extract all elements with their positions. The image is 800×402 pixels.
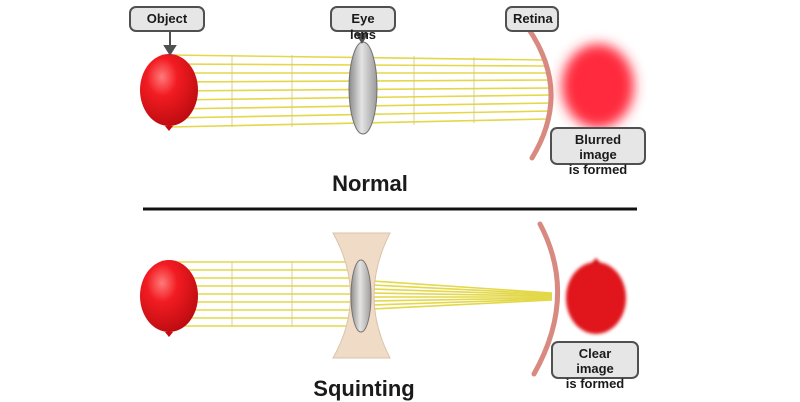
clear-image-label: Clear image is formed [551, 341, 639, 391]
heading-squinting: Squinting [313, 376, 415, 401]
object-label: Object [129, 6, 205, 32]
top-ray-ticks [231, 55, 475, 127]
blurred-image [562, 44, 634, 128]
retina-label: Retina [505, 6, 559, 32]
clear-label-line1: Clear image [576, 346, 614, 376]
object-label-text: Object [146, 11, 188, 26]
bottom-rays-after-lens [371, 280, 553, 310]
retina-arc-top [525, 25, 554, 161]
object-balloon-squint [140, 260, 198, 337]
eye-lens-squint [350, 259, 372, 333]
blurred-image-label: Blurred image is formed [550, 127, 646, 177]
retina-arc-bottom [531, 221, 561, 377]
object-pointer [163, 30, 177, 56]
bottom-rays-before-lens [170, 261, 355, 327]
heading-normal: Normal [332, 171, 408, 196]
clear-label-line2: is formed [565, 376, 625, 391]
blurred-label-line1: Blurred image [574, 132, 622, 162]
blurred-label-line2: is formed [568, 162, 628, 177]
eye-lens-label: Eye lens [330, 6, 396, 42]
clear-image [566, 258, 626, 334]
retina-label-text: Retina [513, 11, 553, 26]
object-balloon [140, 54, 198, 131]
eye-lens-label-text: Eye lens [349, 11, 376, 42]
eye-lens [348, 41, 378, 135]
bottom-ray-ticks [231, 262, 293, 326]
